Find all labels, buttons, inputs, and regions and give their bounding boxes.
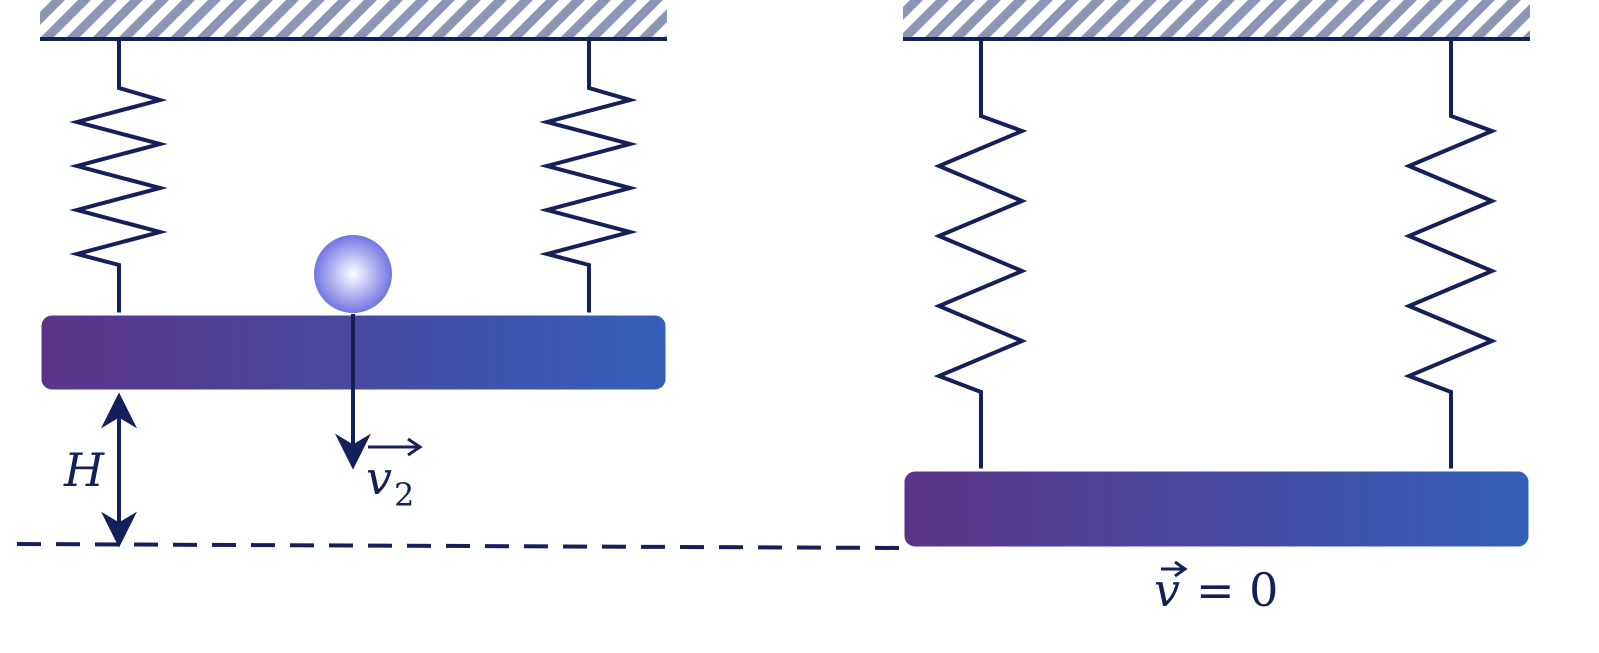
- left-system: v 2 H: [38, 0, 669, 548]
- rest-velocity-label: v = 0: [1154, 560, 1278, 617]
- right-ceiling: [903, 0, 1530, 41]
- right-plate: [901, 468, 1532, 550]
- rest-vector-arrow: [1161, 560, 1188, 578]
- left-ceiling: [40, 0, 667, 41]
- right-spring-b: [1403, 40, 1498, 470]
- rest-velocity-equals: = 0: [1196, 563, 1278, 617]
- ball: [314, 235, 392, 313]
- velocity-symbol: v: [366, 451, 392, 505]
- velocity-label: v 2: [366, 437, 423, 514]
- right-system: v = 0: [901, 0, 1532, 617]
- height-label: H: [63, 443, 105, 497]
- left-spring-a: [69, 40, 168, 314]
- rest-velocity-symbol: v: [1154, 563, 1180, 617]
- reference-line: [16, 542, 904, 550]
- right-spring-a: [933, 40, 1028, 470]
- velocity-vector-arrow: [368, 437, 423, 457]
- velocity-subscript: 2: [394, 476, 414, 514]
- left-spring-b: [539, 40, 638, 314]
